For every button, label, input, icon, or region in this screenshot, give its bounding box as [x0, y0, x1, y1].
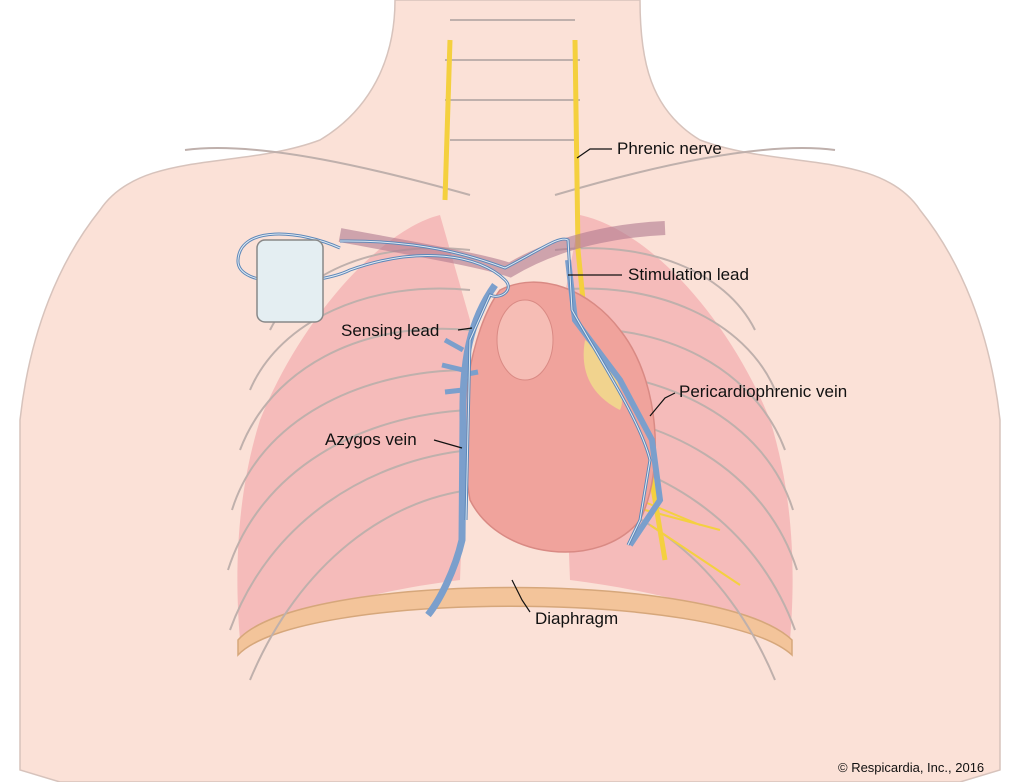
aorta-shape [496, 299, 554, 381]
stimulator-device [256, 239, 324, 323]
rib-cage [184, 19, 836, 681]
right-lung [237, 215, 470, 640]
label-phrenic-nerve: Phrenic nerve [617, 139, 722, 158]
fat-pad-shape [583, 340, 622, 410]
azygos-branches [441, 337, 479, 395]
label-sensing-lead: Sensing lead [341, 321, 439, 340]
label-pericardiophrenic-vein: Pericardiophrenic vein [679, 382, 847, 401]
label-stimulation-lead: Stimulation lead [628, 265, 749, 284]
diaphragm-shape [237, 586, 793, 657]
label-diaphragm: Diaphragm [535, 609, 618, 628]
label-azygos-vein: Azygos vein [325, 430, 417, 449]
pericardiophrenic-vein-shape [565, 259, 664, 547]
azygos-vein-shape [425, 282, 498, 618]
copyright-text: © Respicardia, Inc., 2016 [838, 760, 984, 775]
brachiocephalic-vein [338, 221, 666, 278]
